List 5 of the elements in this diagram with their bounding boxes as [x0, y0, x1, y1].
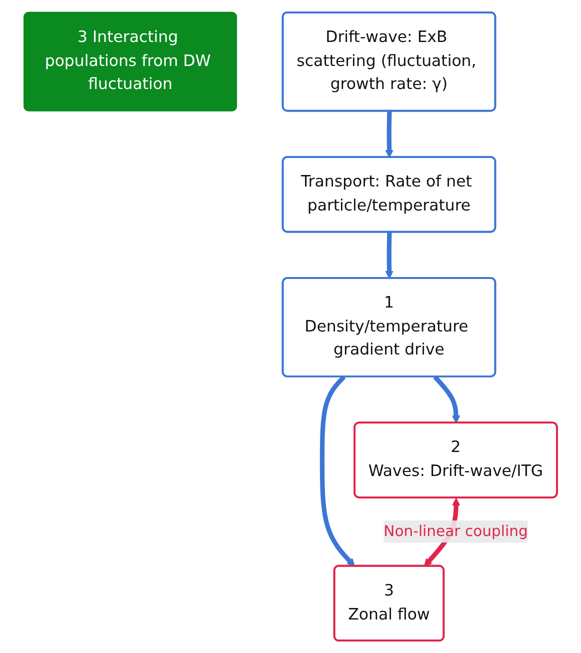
- arrow: [385, 232, 394, 279]
- arrow: [385, 111, 394, 158]
- arrow: [433, 375, 460, 424]
- arrow: [320, 375, 355, 567]
- edge-label: Non-linear coupling: [384, 522, 528, 540]
